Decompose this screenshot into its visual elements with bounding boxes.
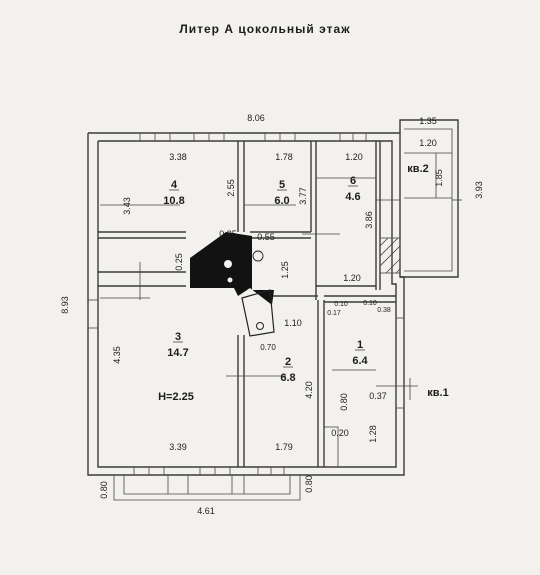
dim-420: 4.20 xyxy=(304,381,314,399)
dim-110: 1.10 xyxy=(284,318,302,328)
room-1-label: 1 6.4 xyxy=(352,339,368,367)
dim-025b: 0.25 xyxy=(174,253,184,271)
terrace xyxy=(113,475,301,501)
dim-125: 1.25 xyxy=(280,261,290,279)
dim-overall-height: 8.93 xyxy=(60,296,70,314)
room-1-area: 6.4 xyxy=(352,355,368,367)
dim-080c: 0.80 xyxy=(304,475,314,493)
room-4-area: 10.8 xyxy=(163,195,184,207)
dimension-lines xyxy=(100,177,418,400)
porch xyxy=(376,119,462,278)
plan-title: Литер А цокольный этаж xyxy=(179,22,350,36)
dim-porch-width: 1.35 xyxy=(419,116,437,126)
room-2-label: 2 6.8 xyxy=(280,356,295,384)
dim-room5-height: 2.55 xyxy=(226,179,236,197)
room-6-label: 6 4.6 xyxy=(345,175,360,203)
room-2-area: 6.8 xyxy=(280,372,295,384)
room-3-label: 3 14.7 xyxy=(167,331,188,359)
apartment-1-label: кв.1 xyxy=(427,387,448,399)
dim-room4-height: 3.43 xyxy=(122,197,132,215)
dim-055: 0.55 xyxy=(257,232,275,242)
dim-porch-inner-width: 1.20 xyxy=(419,138,437,148)
dim-080a: 0.80 xyxy=(339,393,349,411)
room-2-number: 2 xyxy=(285,356,291,368)
dim-080b: 0.80 xyxy=(99,481,109,499)
dim-overall-width: 8.06 xyxy=(247,113,265,123)
windows xyxy=(87,132,405,476)
dim-bottom-width: 4.61 xyxy=(197,506,215,516)
room-4-number: 4 xyxy=(171,179,178,191)
room-6-number: 6 xyxy=(350,175,356,187)
dim-070: 0.70 xyxy=(260,343,276,352)
dim-room3-width: 3.39 xyxy=(169,442,187,452)
room-3-area: 14.7 xyxy=(167,347,188,359)
stove xyxy=(190,232,275,337)
dim-038: 0.38 xyxy=(377,307,391,314)
dim-room6-width: 1.20 xyxy=(345,152,363,162)
room-3-number: 3 xyxy=(175,331,181,343)
room-4-label: 4 10.8 xyxy=(163,179,184,207)
dim-room4-width: 3.38 xyxy=(169,152,187,162)
dim-025a: 0.25 xyxy=(219,229,237,239)
apartment-2-label: кв.2 xyxy=(407,163,428,175)
room-5-number: 5 xyxy=(279,179,285,191)
dim-room6-height: 3.86 xyxy=(364,211,374,229)
dim-room3-height: 4.35 xyxy=(112,346,122,364)
dim-room2-width: 1.79 xyxy=(275,442,293,452)
stair-hatch xyxy=(379,237,401,274)
dim-037: 0.37 xyxy=(369,391,387,401)
room-5-area: 6.0 xyxy=(274,195,289,207)
dim-room5-width: 1.78 xyxy=(275,152,293,162)
dim-120b: 1.20 xyxy=(343,273,361,283)
room-1-number: 1 xyxy=(357,339,363,351)
dim-017: 0.17 xyxy=(327,310,341,317)
dim-corridor-height: 3.77 xyxy=(298,187,308,205)
dim-porch-height: 1.85 xyxy=(434,169,444,187)
dim-010b: 0.10 xyxy=(363,300,377,307)
room-5-label: 5 6.0 xyxy=(274,179,289,207)
dim-010a: 0.10 xyxy=(334,301,348,308)
ceiling-height: H=2.25 xyxy=(158,391,194,403)
room-6-area: 4.6 xyxy=(345,191,360,203)
dim-020: 0.20 xyxy=(331,428,349,438)
dim-128: 1.28 xyxy=(368,425,378,443)
dim-porch-offset: 3.93 xyxy=(474,181,484,199)
interior-walls xyxy=(98,141,396,468)
